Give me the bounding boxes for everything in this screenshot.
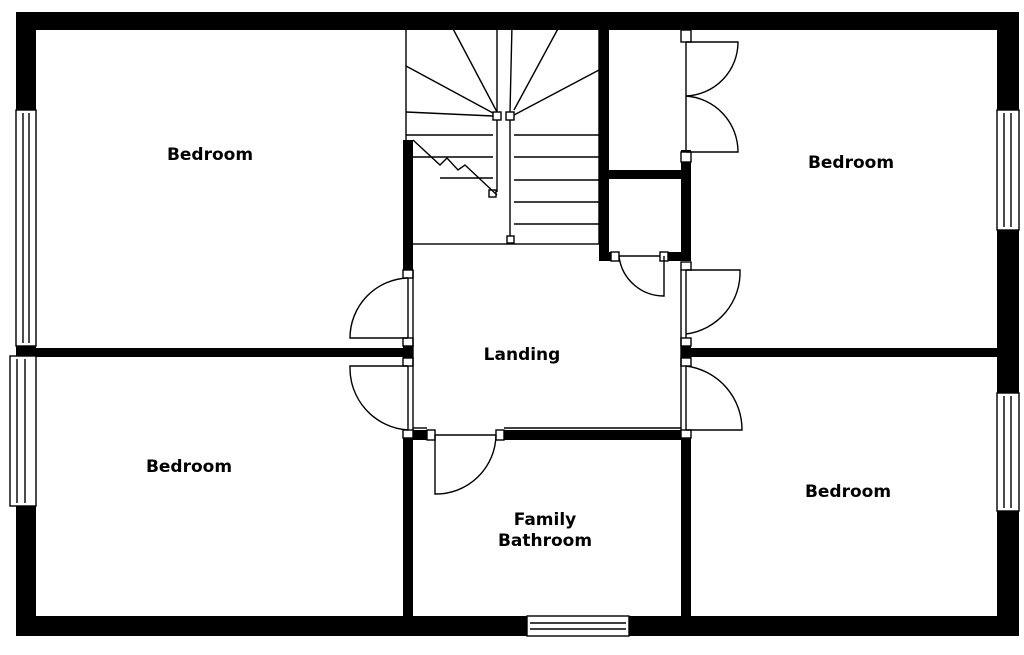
windows xyxy=(9,109,1020,637)
label-bathroom-line1: Family xyxy=(514,510,577,530)
room-labels: Bedroom Bedroom Bedroom Bedroom Landing … xyxy=(146,145,894,551)
label-bedroom-top-right: Bedroom xyxy=(808,153,894,173)
wall-bathroom-top-right xyxy=(498,430,691,440)
wall-right-vertical-lower xyxy=(681,436,691,616)
wall-right-bedrooms-divider xyxy=(690,348,997,357)
wall-stair-right xyxy=(599,25,609,261)
label-bedroom-top-left: Bedroom xyxy=(167,145,253,165)
wall-right-vertical-mid xyxy=(681,338,691,360)
label-bathroom-line2: Bathroom xyxy=(498,531,592,551)
label-bedroom-bottom-left: Bedroom xyxy=(146,457,232,477)
door-cupboard[interactable] xyxy=(610,251,669,297)
wall-cupboard-bottom-right xyxy=(666,252,691,261)
wall-cupboard-right xyxy=(681,170,691,261)
outer-wall-top xyxy=(16,12,1019,30)
wall-cupboard-bottom-left xyxy=(599,252,617,261)
window-right-lower xyxy=(996,392,1020,512)
wall-left-vertical-lower xyxy=(403,436,413,616)
wall-left-bedrooms-divider xyxy=(36,348,406,357)
staircase xyxy=(405,24,600,245)
wall-left-vertical-mid xyxy=(403,338,413,360)
wall-bathroom-top-left xyxy=(403,430,433,440)
label-landing: Landing xyxy=(484,345,561,365)
wall-cupboard-top xyxy=(599,170,691,179)
window-bathroom xyxy=(526,615,630,637)
label-bedroom-bottom-right: Bedroom xyxy=(805,482,891,502)
door-wardrobe[interactable] xyxy=(680,29,739,163)
door-bedroom-bottom-right[interactable] xyxy=(680,357,743,439)
outer-wall-right xyxy=(997,12,1019,636)
window-left-upper xyxy=(15,109,37,347)
window-left-lower xyxy=(9,355,37,507)
door-bedroom-bottom-left[interactable] xyxy=(349,357,414,439)
window-right-upper xyxy=(996,109,1020,231)
door-bedroom-top-right[interactable] xyxy=(680,261,741,347)
doors xyxy=(349,29,743,495)
outer-wall-bottom xyxy=(16,616,1019,636)
door-bedroom-top-left[interactable] xyxy=(349,269,414,347)
wall-left-vertical-upper xyxy=(403,140,413,270)
door-bathroom[interactable] xyxy=(426,429,505,495)
